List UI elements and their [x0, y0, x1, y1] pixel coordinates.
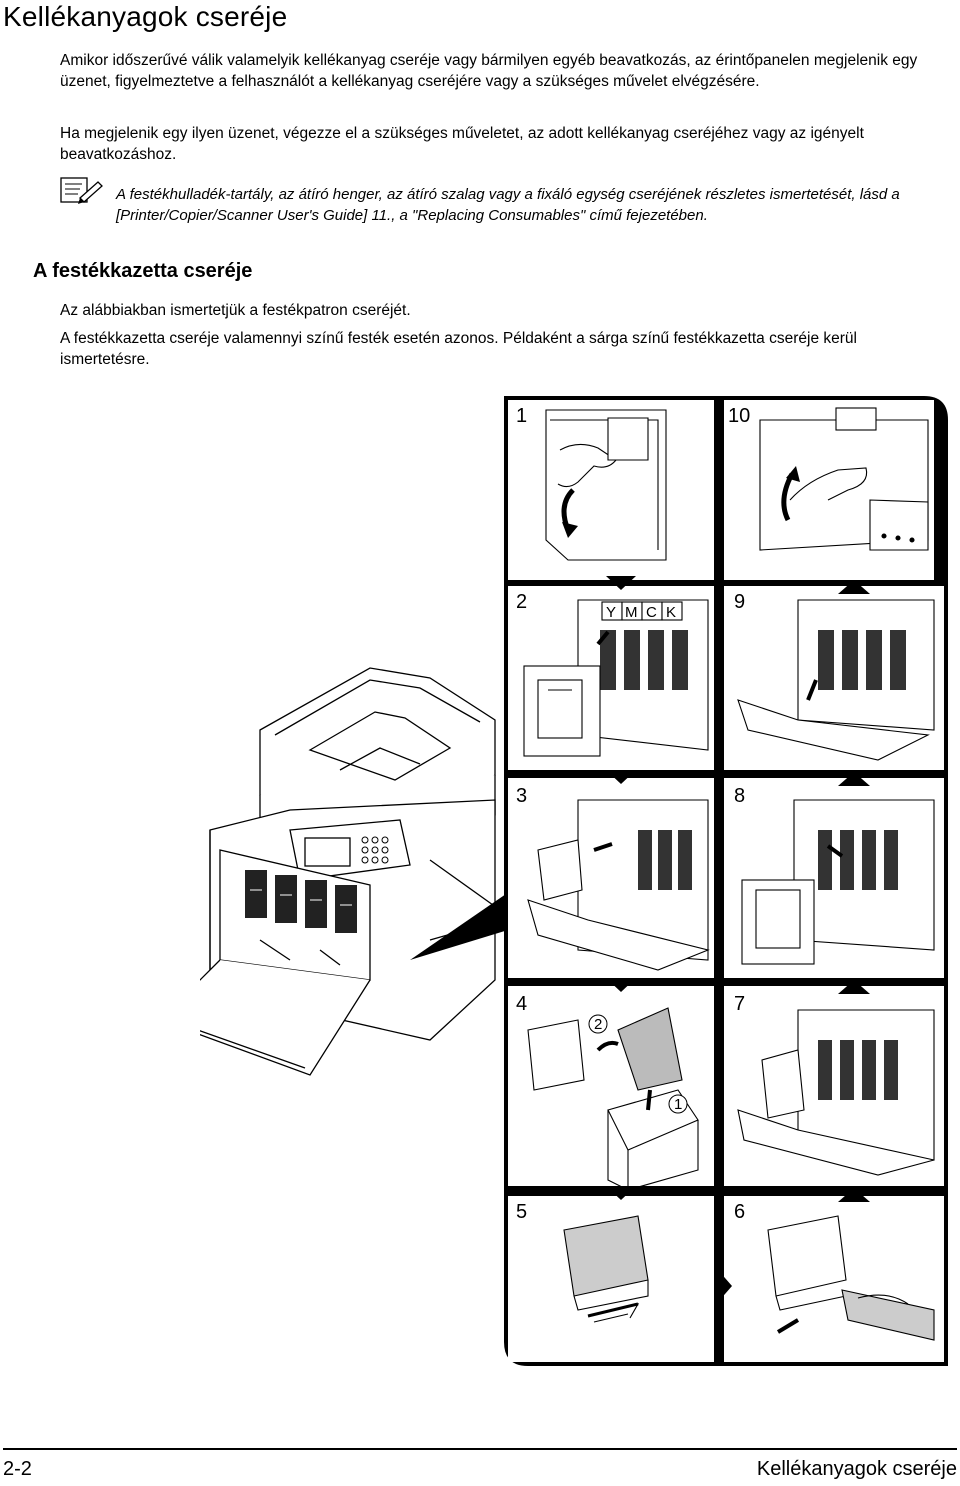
page-title: Kellékanyagok cseréje [3, 1, 288, 32]
flow-arrow-9-10 [838, 580, 870, 594]
step-7-number: 7 [734, 993, 745, 1015]
intro-paragraph-2: Ha megjelenik egy ilyen üzenet, végezze … [60, 125, 864, 163]
section-paragraph-1: Az alábbiakban ismertetjük a festékpatro… [60, 302, 411, 319]
flow-arrow-7-8 [838, 980, 870, 994]
footer-rule [3, 1448, 957, 1450]
step-figure: 1 10 2 9 3 8 4 7 5 6 [498, 390, 954, 1372]
step-4-number: 4 [516, 993, 527, 1015]
toner-label-y: Y [606, 604, 616, 621]
toner-label-c: C [646, 604, 657, 621]
intro-paragraph-1: Amikor időszerűvé válik valamelyik kellé… [60, 52, 918, 90]
step-9-number: 9 [734, 591, 745, 613]
callout-2: 2 [594, 1016, 602, 1033]
step-10-number: 10 [728, 405, 750, 427]
flow-arrow-5-6 [718, 1270, 732, 1302]
note-text: A festékhulladék-tartály, az átíró henge… [116, 186, 900, 224]
flow-arrow-2-3 [606, 770, 636, 784]
flow-arrow-3-4 [606, 978, 636, 992]
flow-arrow-8-9 [838, 772, 870, 786]
toner-label-m: M [625, 604, 638, 621]
toner-label-k: K [666, 604, 676, 621]
step-5-number: 5 [516, 1201, 527, 1223]
footer-page-number: 2-2 [3, 1458, 32, 1480]
section-paragraph-2: A festékkazetta cseréje valamennyi színű… [60, 330, 857, 368]
flow-arrow-1-2 [606, 576, 636, 590]
step-6-number: 6 [734, 1201, 745, 1223]
step-3-number: 3 [516, 785, 527, 807]
callout-1: 1 [674, 1096, 682, 1113]
step-2-number: 2 [516, 591, 527, 613]
footer-chapter: Kellékanyagok cseréje [756, 1458, 957, 1480]
printer-illustration [158, 660, 501, 1080]
step-1-number: 1 [516, 405, 527, 427]
flow-arrow-6-7 [838, 1188, 870, 1202]
section-heading: A festékkazetta cseréje [33, 260, 253, 282]
note-pencil-icon [60, 176, 104, 206]
step-8-number: 8 [734, 785, 745, 807]
pointer-wedge [410, 890, 510, 970]
